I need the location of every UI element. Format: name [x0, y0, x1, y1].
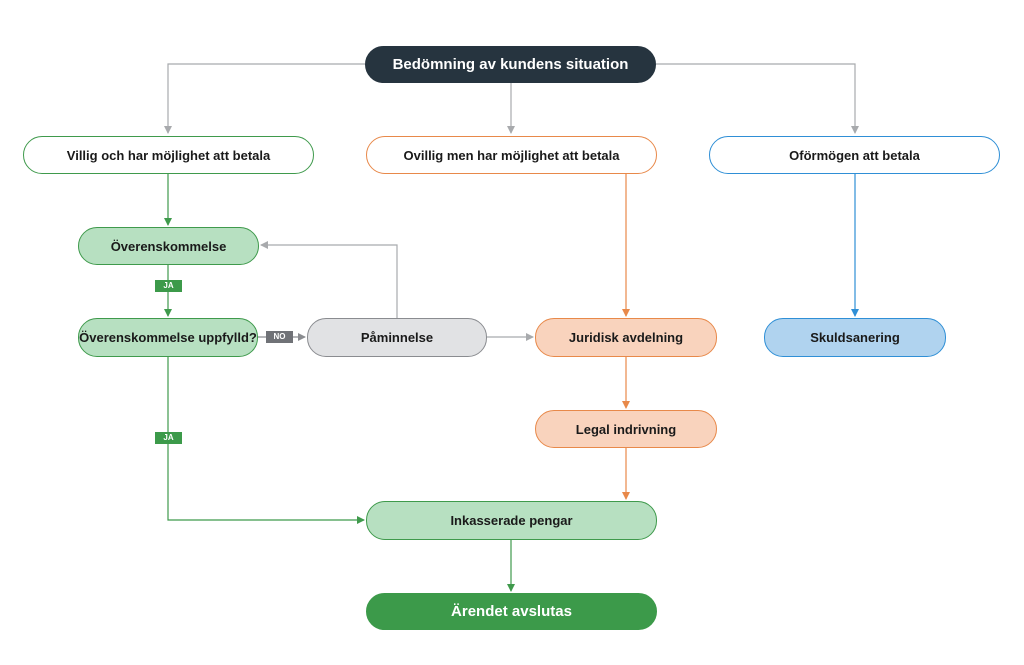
node-collected-money: Inkasserade pengar: [366, 501, 657, 540]
label-no-reminder: NO: [266, 331, 293, 343]
node-assessment: Bedömning av kundens situation: [365, 46, 656, 83]
node-case-closed: Ärendet avslutas: [366, 593, 657, 630]
node-agreement: Överenskommelse: [78, 227, 259, 265]
node-reminder: Påminnelse: [307, 318, 487, 357]
edge-reminder-to-agreement: [260, 241, 398, 318]
node-legal-collection: Legal indrivning: [535, 410, 717, 448]
node-unable: Oförmögen att betala: [709, 136, 1000, 174]
edge-assessment-to-unable: [656, 63, 859, 134]
node-debt-restructuring: Skuldsanering: [764, 318, 946, 357]
edge-assessment-to-willing: [164, 63, 365, 134]
node-legal-department: Juridisk avdelning: [535, 318, 717, 357]
node-unwilling-able: Ovillig men har möjlighet att betala: [366, 136, 657, 174]
label-yes-collected: JA: [155, 432, 182, 444]
edge-fulfilled-to-collected: [167, 357, 365, 524]
label-yes-agreement: JA: [155, 280, 182, 292]
node-willing-able: Villig och har möjlighet att betala: [23, 136, 314, 174]
node-agreement-fulfilled: Överenskommelse uppfylld?: [78, 318, 258, 357]
